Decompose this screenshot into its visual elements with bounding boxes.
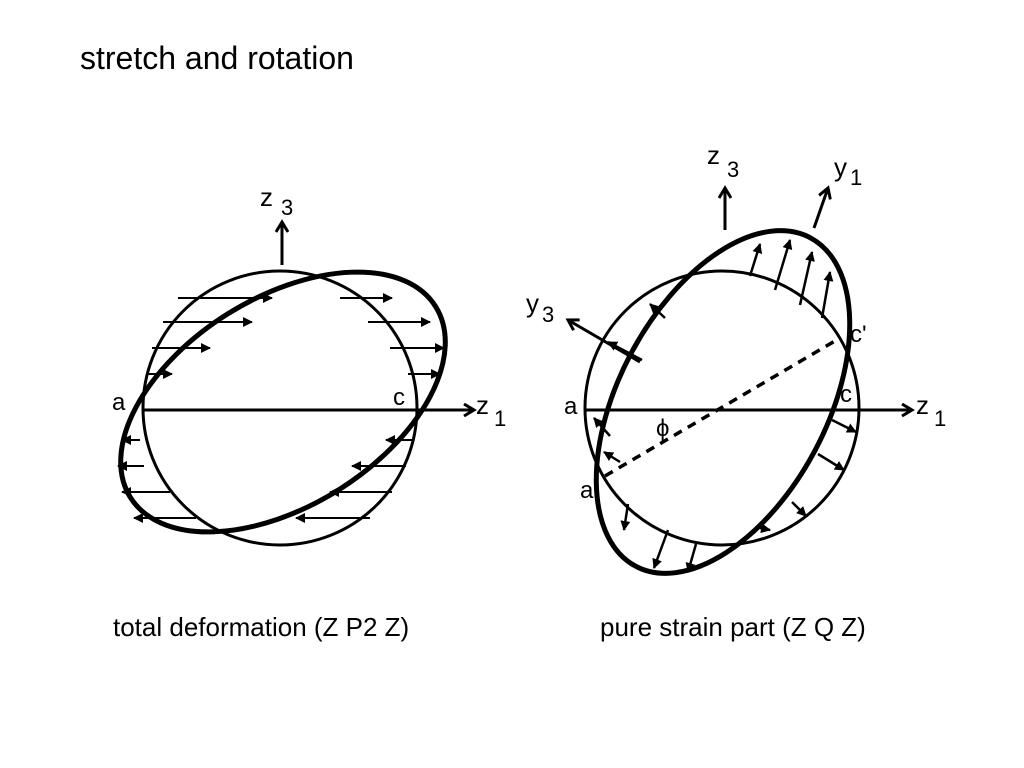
left-point-c: c: [393, 384, 405, 411]
right-z1-sub: 1: [934, 406, 946, 431]
right-y1-sub: 1: [850, 165, 862, 190]
right-angle-phi: ϕ: [656, 415, 669, 442]
right-displacement-arrows: [593, 239, 857, 573]
right-strained-ellipse: [593, 228, 853, 576]
right-y1-letter: y: [834, 152, 847, 182]
right-point-a: a: [564, 393, 578, 420]
left-deformed-ellipse: [118, 269, 448, 535]
left-point-a: a: [112, 389, 126, 416]
left-panel: z 3 z 1 a c total deformation (Z P2 Z): [112, 182, 506, 642]
right-point-c: c: [840, 381, 852, 408]
right-z1-letter: z: [916, 390, 929, 420]
right-reference-circle: [583, 269, 861, 547]
left-reference-circle: [141, 269, 419, 547]
left-z3-sub: 3: [281, 195, 293, 220]
right-y1-axis: [812, 188, 828, 229]
left-z1-sub: 1: [494, 406, 506, 431]
right-y3-axis: [568, 320, 641, 364]
left-caption: total deformation (Z P2 Z): [113, 612, 409, 642]
right-point-a-prime: a': [580, 477, 598, 504]
right-z3-sub: 3: [727, 157, 739, 182]
right-panel: z 3 y 1 y 3 z 1 a c a' c' ϕ pure strain …: [526, 140, 946, 642]
slide-title: stretch and rotation: [80, 40, 354, 76]
right-y3-letter: y: [526, 288, 539, 318]
right-point-c-prime: c': [850, 321, 867, 348]
right-z3-letter: z: [707, 140, 720, 170]
right-caption: pure strain part (Z Q Z): [600, 612, 866, 642]
right-y3-sub: 3: [542, 302, 554, 327]
left-z3-letter: z: [260, 182, 273, 212]
left-z1-letter: z: [476, 390, 489, 420]
right-dashed-aprime-cprime: [604, 336, 841, 478]
